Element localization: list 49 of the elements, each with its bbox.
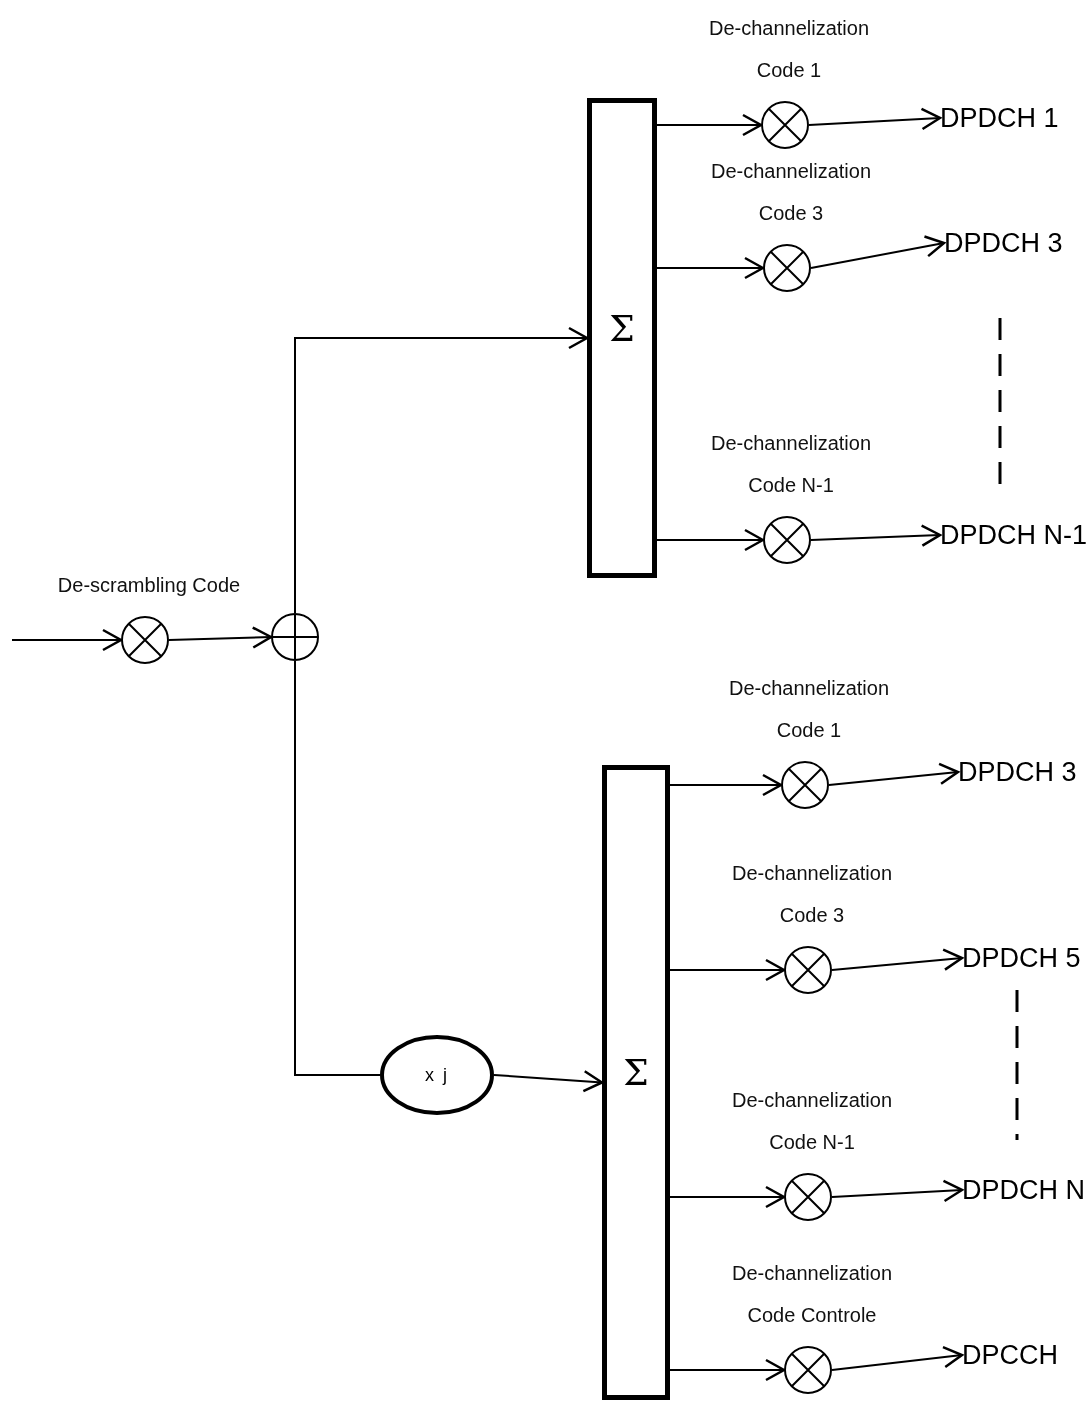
code-label: De-channelization Code 3 (730, 861, 894, 928)
arrow (810, 524, 942, 547)
summation-block (587, 98, 657, 578)
code-label: De-channelization Code 1 (707, 16, 871, 83)
connector-line (294, 660, 381, 1076)
arrow (831, 948, 964, 971)
code-label: De-channelization Code Controle (730, 1261, 894, 1328)
sigma-symbol: Σ (623, 1052, 649, 1093)
multiplier-symbol (784, 1346, 832, 1394)
code-label: De-channelization Code 3 (709, 159, 873, 226)
arrow (831, 1179, 964, 1203)
arrow (808, 107, 942, 131)
code-label: De-scrambling Code (56, 573, 242, 598)
channel-label: DPDCH 3 (944, 227, 1063, 259)
channel-label: DPDCH N-1 (940, 519, 1087, 551)
arrow (11, 628, 123, 652)
multiplier-symbol (121, 616, 169, 664)
multiplier-oval (380, 1035, 494, 1115)
multiplier-symbol (763, 244, 811, 292)
arrow (656, 528, 765, 552)
arrow (669, 958, 786, 982)
code-label: De-channelization Code N-1 (730, 1088, 894, 1155)
channel-label: DPDCH 5 (962, 942, 1081, 974)
channel-label: DPCCH (962, 1339, 1058, 1371)
arrow (294, 326, 589, 614)
arrow (828, 762, 960, 786)
multiplier-symbol (784, 946, 832, 994)
arrow (669, 1185, 786, 1209)
summation-block (602, 765, 670, 1400)
arrow (669, 773, 783, 797)
code-label: De-channelization Code 1 (727, 676, 891, 743)
multiplier-symbol (761, 101, 809, 149)
arrow (493, 1070, 604, 1093)
arrow (168, 626, 273, 649)
channel-label: DPDCH 3 (958, 756, 1077, 788)
multiplier-symbol (781, 761, 829, 809)
arrow (669, 1358, 786, 1382)
channel-label: DPDCH 1 (940, 102, 1059, 134)
factor-label: x j (424, 1064, 450, 1086)
multiplier-symbol (784, 1173, 832, 1221)
arrow (831, 1345, 964, 1371)
sigma-symbol: Σ (609, 307, 635, 349)
adder-symbol (271, 613, 319, 661)
arrow (656, 113, 763, 137)
arrow (656, 256, 765, 280)
multiplier-symbol (763, 516, 811, 564)
code-label: De-channelization Code N-1 (709, 431, 873, 498)
arrow (810, 235, 946, 269)
channel-label: DPDCH N (962, 1174, 1085, 1206)
